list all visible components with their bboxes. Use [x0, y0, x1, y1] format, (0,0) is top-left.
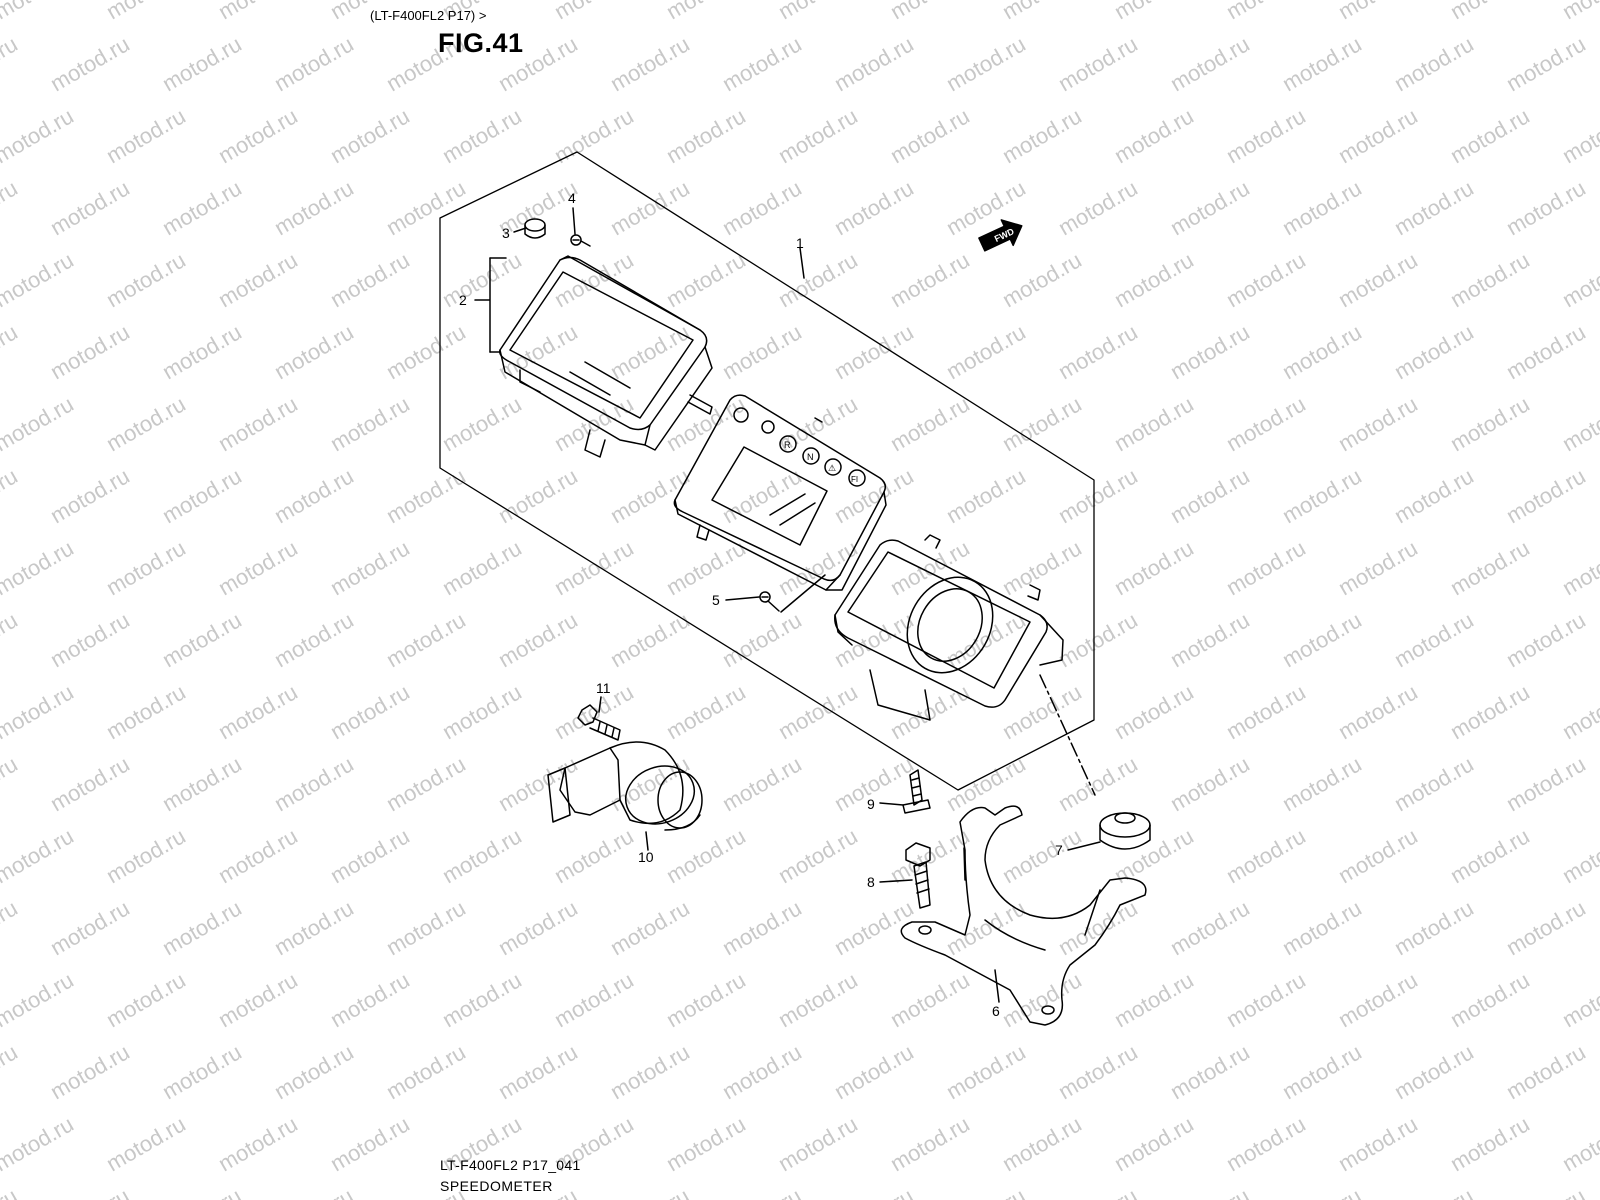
indicator-warning: ⚠: [828, 463, 836, 473]
part-4-screw: [570, 234, 591, 247]
part-2-upper-case: [498, 255, 713, 458]
callout-2: 2: [459, 292, 467, 308]
callout-1: 1: [796, 235, 804, 251]
part-11-bolt: [577, 696, 621, 741]
part-3-cap: [524, 218, 546, 239]
indicator-fi: FI: [851, 475, 858, 484]
part-9-screw: [879, 769, 931, 814]
part-5-screw: [759, 591, 780, 612]
part-10-speed-sensor: [547, 741, 703, 851]
part-7-grommet: [1067, 812, 1151, 851]
leader-1: [799, 247, 805, 279]
callout-10: 10: [638, 849, 654, 865]
leader-lcd-screw: [780, 574, 826, 613]
figure-title: FIG.41: [438, 28, 524, 58]
leader-3: [513, 227, 527, 233]
assembly-outline: [439, 151, 1095, 791]
diagram-title: SPEEDOMETER: [440, 1178, 553, 1194]
callout-6: 6: [992, 1003, 1000, 1019]
callout-7: 7: [1055, 842, 1063, 858]
callout-11: 11: [596, 680, 611, 696]
leader-4: [572, 207, 576, 235]
leader-2: [474, 257, 491, 353]
diagram-code: LT-F400FL2 P17_041: [440, 1157, 581, 1173]
lower-meter-case: [834, 534, 1096, 796]
indicator-n: N: [807, 452, 814, 462]
callout-4: 4: [568, 190, 576, 206]
leader-5: [725, 596, 760, 601]
callout-8: 8: [867, 874, 875, 890]
callout-5: 5: [712, 592, 720, 608]
indicator-r: R: [784, 440, 791, 450]
model-reference: (LT-F400FL2 P17) >: [370, 8, 487, 23]
lcd-display-unit: R N ⚠ FI: [673, 394, 887, 591]
part-8-bolt: [879, 842, 931, 909]
fwd-arrow-icon: FWD: [978, 219, 1023, 252]
callout-9: 9: [867, 796, 875, 812]
part-6-bracket: [900, 805, 1147, 1026]
callout-3: 3: [502, 225, 510, 241]
